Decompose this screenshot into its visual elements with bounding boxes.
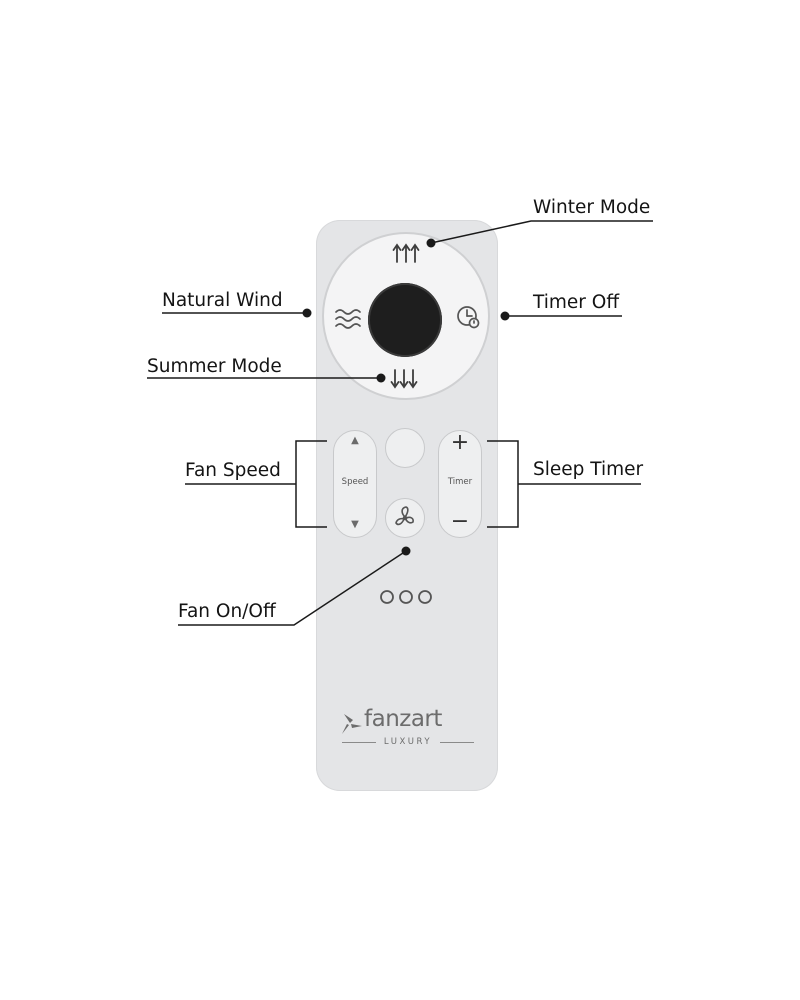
natural-wind-icon[interactable] bbox=[335, 309, 361, 329]
brand-divider bbox=[342, 742, 376, 743]
timer-minus-button[interactable]: − bbox=[450, 509, 470, 534]
winter-mode-label: Winter Mode bbox=[533, 197, 651, 218]
natural-wind-dot bbox=[302, 308, 312, 318]
fan-speed-bracket bbox=[295, 440, 327, 528]
brand-logo: fanzart LUXURY bbox=[338, 706, 478, 756]
indicator-dot bbox=[380, 590, 394, 604]
timer-off-icon[interactable] bbox=[457, 306, 480, 329]
fan-on-off-label: Fan On/Off bbox=[178, 601, 276, 622]
fan-logo-icon bbox=[342, 714, 362, 734]
fan-on-off-button[interactable] bbox=[385, 498, 425, 538]
sleep-timer-label: Sleep Timer bbox=[533, 459, 644, 480]
brand-divider bbox=[440, 742, 474, 743]
indicator-dot bbox=[399, 590, 413, 604]
center-small-button[interactable] bbox=[385, 428, 425, 468]
center-button[interactable] bbox=[368, 283, 442, 357]
brand-subtitle: LUXURY bbox=[383, 737, 433, 747]
fan-on-off-dot bbox=[401, 546, 411, 556]
winter-mode-icon[interactable] bbox=[392, 243, 420, 263]
summer-mode-dot bbox=[376, 373, 386, 383]
sleep-timer-bracket bbox=[487, 440, 519, 528]
indicator-dots bbox=[380, 590, 432, 604]
timer-plus-button[interactable]: + bbox=[450, 430, 470, 455]
winter-mode-leader bbox=[430, 220, 653, 244]
speed-rocker[interactable]: ▲ Speed ▼ bbox=[333, 430, 377, 538]
timer-off-dot bbox=[500, 311, 510, 321]
arrow-up-icon[interactable]: ▲ bbox=[351, 435, 359, 446]
timer-off-label: Timer Off bbox=[533, 292, 620, 313]
brand-name: fanzart bbox=[364, 706, 442, 732]
summer-mode-label: Summer Mode bbox=[147, 356, 282, 377]
timer-rocker[interactable]: + Timer − bbox=[438, 430, 482, 538]
natural-wind-label: Natural Wind bbox=[162, 290, 283, 311]
speed-label: Speed bbox=[341, 477, 369, 487]
fan-icon bbox=[394, 505, 414, 525]
winter-mode-dot bbox=[426, 238, 436, 248]
arrow-down-icon[interactable]: ▼ bbox=[351, 519, 359, 530]
fan-speed-label: Fan Speed bbox=[185, 460, 281, 481]
timer-label: Timer bbox=[447, 477, 473, 487]
indicator-dot bbox=[418, 590, 432, 604]
summer-mode-icon[interactable] bbox=[390, 369, 418, 389]
fan-on-off-leader bbox=[178, 550, 407, 626]
